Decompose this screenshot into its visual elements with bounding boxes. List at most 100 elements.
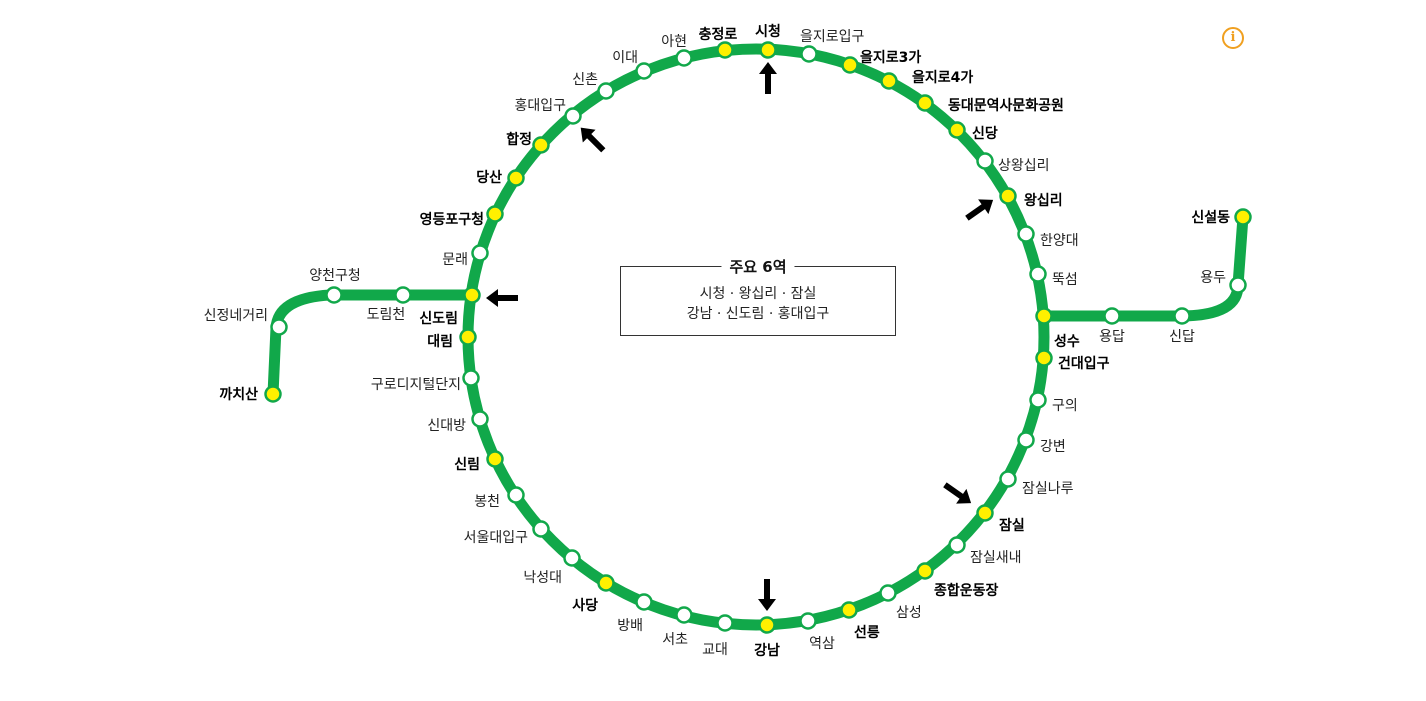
loop-station-label-0: 시청 [755, 24, 781, 40]
loop-station-25[interactable] [597, 574, 615, 592]
stations [264, 41, 1252, 634]
loop-station-32[interactable] [459, 328, 477, 346]
loop-station-label-31: 구로디지털단지 [371, 377, 461, 393]
loop-station-label-16: 잠실새내 [970, 550, 1022, 566]
loop-station-7[interactable] [999, 187, 1017, 205]
legend-line-2: 강남 · 신도림 · 홍대입구 [686, 306, 830, 322]
seongsu-branch-station-label-1: 신답 [1169, 329, 1195, 345]
loop-station-6[interactable] [976, 152, 994, 170]
seongsu-branch-station-3[interactable] [1234, 208, 1252, 226]
loop-station-35[interactable] [486, 205, 504, 223]
loop-station-1[interactable] [800, 45, 818, 63]
legend-line-1: 시청 · 왕십리 · 잠실 [699, 286, 817, 302]
loop-station-label-27: 서울대입구 [464, 530, 529, 546]
loop-station-label-29: 신림 [454, 457, 480, 473]
loop-station-36[interactable] [507, 169, 525, 187]
loop-station-21[interactable] [758, 616, 776, 634]
loop-station-11[interactable] [1035, 349, 1053, 367]
loop-station-22[interactable] [716, 614, 734, 632]
loop-station-label-23: 서초 [662, 632, 688, 648]
loop-station-41[interactable] [675, 49, 693, 67]
loop-station-12[interactable] [1029, 391, 1047, 409]
loop-station-label-4: 동대문역사문화공원 [948, 97, 1064, 114]
loop-station-label-33: 신도림 [419, 311, 458, 327]
sindorim-branch-station-3[interactable] [264, 385, 282, 403]
sindorim-branch-station-label-0: 도림천 [367, 307, 406, 323]
loop-station-33[interactable] [463, 286, 481, 304]
sindorim-branch-station-1[interactable] [325, 286, 343, 304]
direction-arrows [486, 62, 994, 611]
legend-box: 주요 6역 시청 · 왕십리 · 잠실 강남 · 신도림 · 홍대입구 [620, 256, 896, 336]
seongsu-branch-station-label-3: 신설동 [1191, 210, 1230, 226]
loop-station-20[interactable] [799, 612, 817, 630]
loop-station-34[interactable] [471, 244, 489, 262]
loop-station-label-21: 강남 [754, 642, 780, 659]
sindorim-branch-station-label-3: 까치산 [219, 386, 258, 403]
loop-station-label-39: 신촌 [572, 72, 598, 88]
loop-station-31[interactable] [462, 369, 480, 387]
loop-station-label-10: 성수 [1054, 334, 1080, 350]
loop-station-17[interactable] [916, 562, 934, 580]
loop-station-label-28: 봉천 [474, 494, 500, 510]
loop-station-2[interactable] [841, 56, 859, 74]
loop-station-9[interactable] [1029, 265, 1047, 283]
loop-station-38[interactable] [564, 107, 582, 125]
loop-station-4[interactable] [916, 94, 934, 112]
loop-station-30[interactable] [471, 410, 489, 428]
loop-station-14[interactable] [999, 470, 1017, 488]
loop-station-label-11: 건대입구 [1058, 355, 1110, 372]
loop-station-29[interactable] [486, 450, 504, 468]
loop-station-13[interactable] [1017, 431, 1035, 449]
loop-station-5[interactable] [948, 121, 966, 139]
loop-station-label-15: 잠실 [999, 517, 1025, 534]
loop-station-label-5: 신당 [972, 125, 998, 142]
loop-station-label-9: 뚝섬 [1052, 272, 1078, 288]
sindorim-branch-station-2[interactable] [270, 318, 288, 336]
loop-station-label-42: 충정로 [699, 26, 738, 43]
loop-station-label-22: 교대 [702, 642, 728, 658]
loop-station-8[interactable] [1017, 225, 1035, 243]
loop-station-label-24: 방배 [617, 618, 643, 634]
loop-station-label-6: 상왕십리 [998, 158, 1050, 174]
loop-station-23[interactable] [675, 606, 693, 624]
loop-station-42[interactable] [716, 41, 734, 59]
loop-station-label-36: 당산 [476, 169, 502, 186]
loop-station-label-12: 구의 [1052, 398, 1078, 414]
arrow-down-icon [758, 579, 776, 611]
loop-station-label-7: 왕십리 [1024, 193, 1063, 209]
info-icon[interactable]: i [1222, 27, 1244, 49]
loop-station-label-13: 강변 [1040, 439, 1066, 455]
loop-station-label-32: 대림 [427, 334, 453, 350]
loop-station-39[interactable] [597, 82, 615, 100]
loop-station-24[interactable] [635, 593, 653, 611]
loop-station-40[interactable] [635, 62, 653, 80]
loop-station-37[interactable] [532, 136, 550, 154]
loop-station-label-19: 선릉 [854, 625, 880, 641]
loop-station-28[interactable] [507, 486, 525, 504]
loop-station-label-25: 사당 [572, 597, 598, 614]
loop-station-label-41: 아현 [661, 34, 687, 50]
loop-station-16[interactable] [948, 536, 966, 554]
loop-station-label-35: 영등포구청 [420, 211, 484, 228]
seongsu-branch-station-1[interactable] [1173, 307, 1191, 325]
sindorim-branch-station-label-1: 양천구청 [309, 268, 361, 284]
loop-station-26[interactable] [563, 549, 581, 567]
loop-station-label-40: 이대 [612, 50, 638, 66]
loop-station-27[interactable] [532, 520, 550, 538]
seongsu-branch-station-2[interactable] [1229, 276, 1247, 294]
loop-station-0[interactable] [759, 41, 777, 59]
loop-station-label-17: 종합운동장 [934, 582, 999, 599]
sindorim-branch-station-0[interactable] [394, 286, 412, 304]
loop-station-label-2: 을지로3가 [860, 50, 921, 66]
loop-station-10[interactable] [1035, 307, 1053, 325]
loop-station-15[interactable] [976, 504, 994, 522]
loop-station-18[interactable] [879, 584, 897, 602]
loop-station-3[interactable] [880, 72, 898, 90]
arrow-up-icon [759, 62, 777, 94]
loop-station-19[interactable] [840, 601, 858, 619]
loop-station-label-1: 을지로입구 [800, 29, 865, 45]
seongsu-branch-station-0[interactable] [1103, 307, 1121, 325]
loop-station-label-14: 잠실나루 [1022, 481, 1074, 497]
